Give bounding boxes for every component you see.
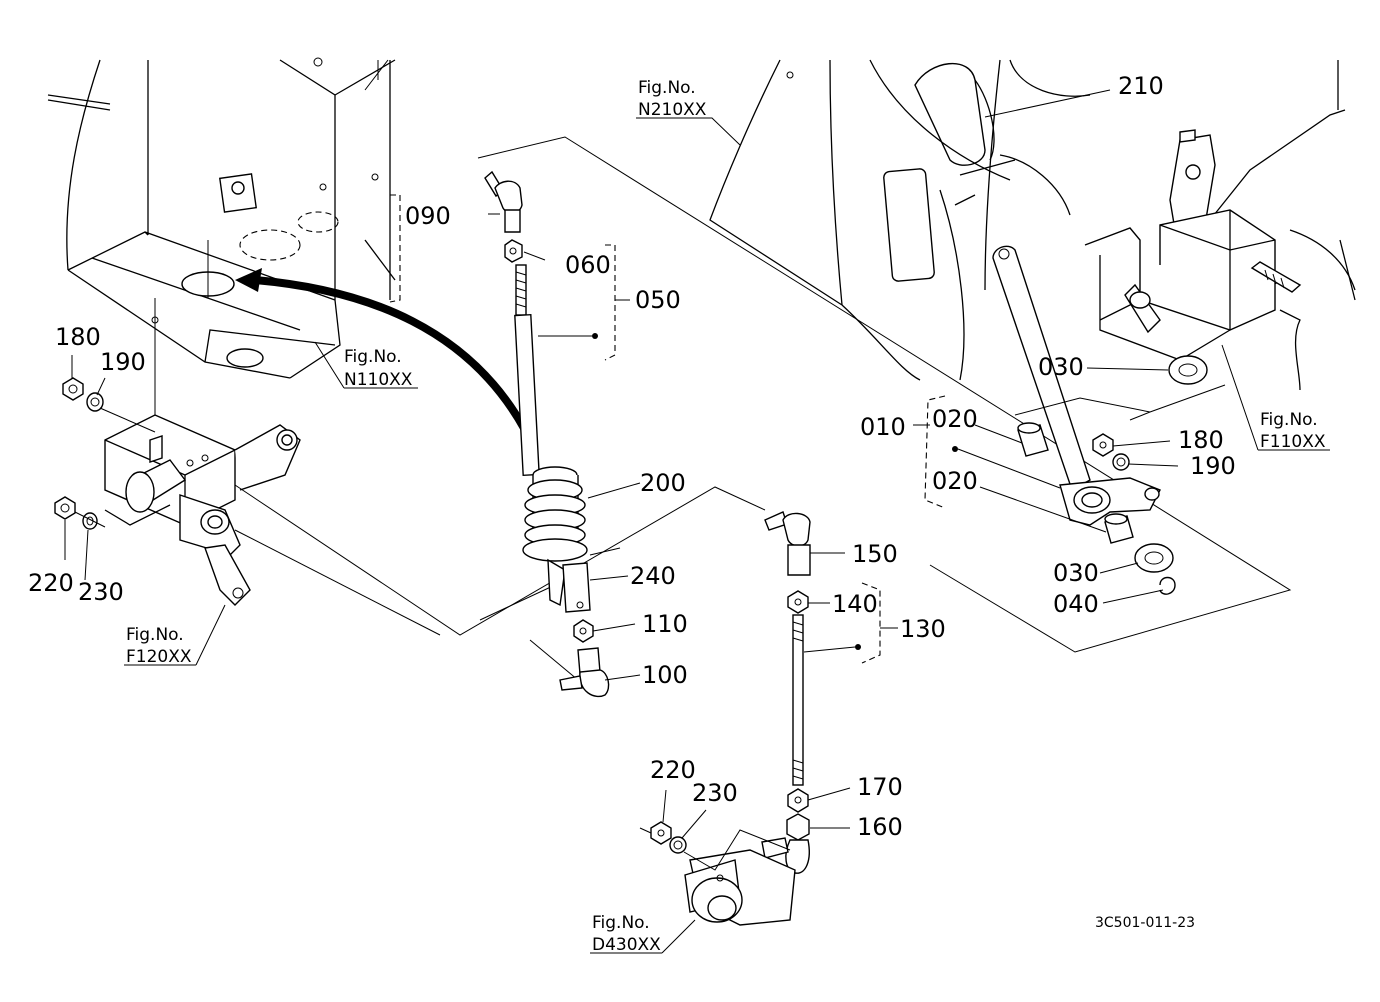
- label-030-upper: 030: [1038, 353, 1084, 381]
- label-190-right: 190: [1190, 452, 1236, 480]
- rod-assembly-050: [484, 170, 610, 698]
- left-bracket-assembly: [104, 414, 301, 606]
- fig-ref-n210: N210XX: [638, 100, 707, 120]
- label-150: 150: [852, 540, 898, 568]
- label-240: 240: [630, 562, 676, 590]
- label-170: 170: [857, 773, 903, 801]
- left-hardware: [54, 377, 156, 530]
- label-030-lower: 030: [1053, 559, 1099, 587]
- lower-pivot: [639, 821, 796, 926]
- fig-ref-n110: N110XX: [344, 370, 413, 390]
- label-020-lower: 020: [932, 467, 978, 495]
- label-220-lower: 220: [650, 756, 696, 784]
- fig-ref-f110: F110XX: [1260, 432, 1326, 452]
- label-160: 160: [857, 813, 903, 841]
- label-200: 200: [640, 469, 686, 497]
- leader-lines: [64, 89, 1179, 839]
- label-100: 100: [642, 661, 688, 689]
- label-110: 110: [642, 610, 688, 638]
- fig-label-n110: Fig.No.: [344, 347, 402, 367]
- label-090: 090: [405, 202, 451, 230]
- right-bracket-assembly: [1084, 60, 1356, 391]
- fig-label-f120: Fig.No.: [126, 625, 184, 645]
- assembly-arrow-head: [235, 268, 262, 292]
- fig-ref-d430: D430XX: [592, 935, 661, 955]
- label-020-upper: 020: [932, 405, 978, 433]
- fig-label-d430: Fig.No.: [592, 913, 650, 933]
- label-180-left: 180: [55, 323, 101, 351]
- label-220-left: 220: [28, 569, 74, 597]
- fig-label-f110: Fig.No.: [1260, 410, 1318, 430]
- lever-010: [952, 245, 1161, 544]
- label-210: 210: [1118, 72, 1164, 100]
- assembly-arrow: [254, 276, 529, 432]
- label-040: 040: [1053, 590, 1099, 618]
- rod-assembly-130: [761, 511, 861, 874]
- label-180-right: 180: [1178, 426, 1224, 454]
- label-060: 060: [565, 251, 611, 279]
- label-230-lower: 230: [692, 779, 738, 807]
- label-130: 130: [900, 615, 946, 643]
- label-230-left: 230: [78, 578, 124, 606]
- label-010: 010: [860, 413, 906, 441]
- fig-ref-f120: F120XX: [126, 647, 192, 667]
- drawing-code: 3C501-011-23: [1095, 915, 1195, 931]
- label-050: 050: [635, 286, 681, 314]
- figure-refs: Fig.No. N210XX Fig.No. N110XX Fig.No. F1…: [126, 78, 1326, 955]
- label-190-left: 190: [100, 348, 146, 376]
- figure-ref-leaders: [124, 117, 1330, 954]
- cab-panel: [709, 59, 1091, 381]
- fig-label-n210: Fig.No.: [638, 78, 696, 98]
- part-labels: 090 060 050 210 180 190 220 230 200 240 …: [28, 72, 1236, 841]
- right-hardware: [1014, 355, 1226, 595]
- label-140: 140: [832, 590, 878, 618]
